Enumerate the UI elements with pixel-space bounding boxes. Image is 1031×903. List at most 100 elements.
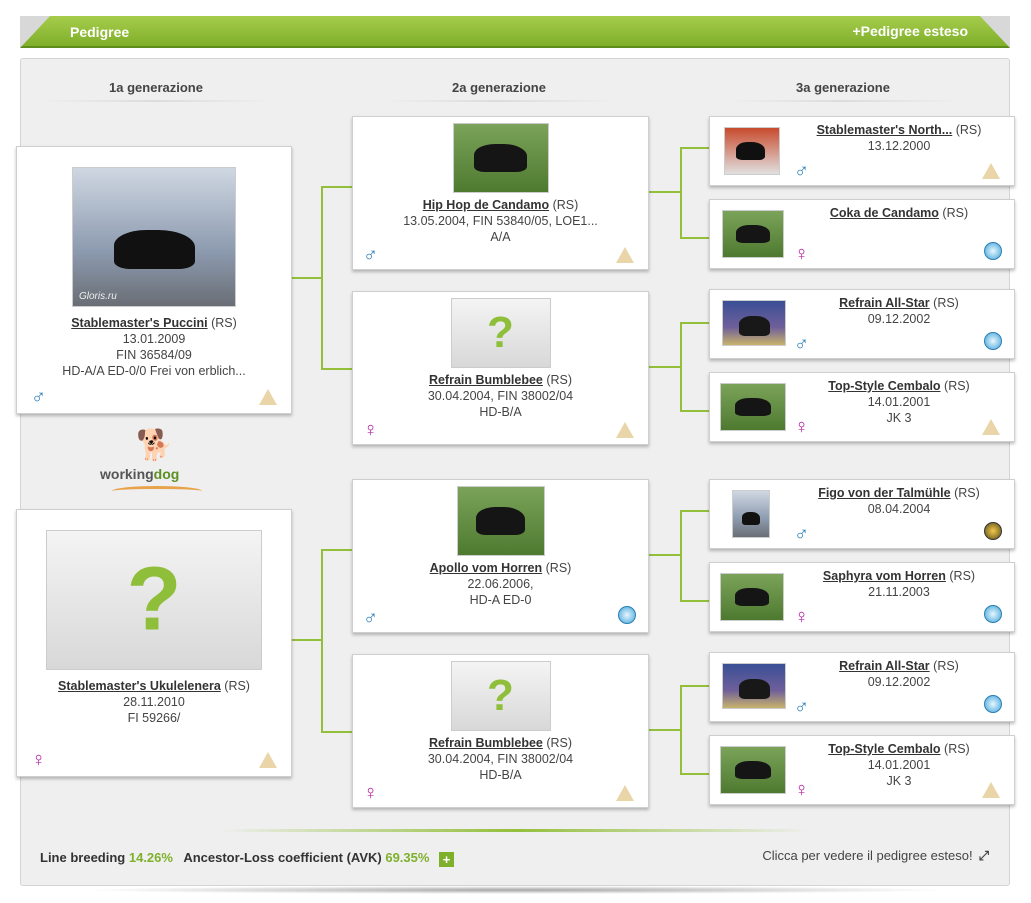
line-breeding-value: 14.26%	[128, 850, 173, 865]
male-icon: ♂	[363, 244, 378, 266]
dog-info-line: 14.01.2001	[867, 758, 931, 772]
dog-card-gen3-2[interactable]: Coka de Candamo (RS) ♀	[709, 199, 1015, 269]
dog-card-gen3-8[interactable]: Top-Style Cembalo (RS) 14.01.2001 JK 3 ♀	[709, 735, 1015, 805]
female-icon: ♀	[794, 416, 809, 438]
dog-name-link[interactable]: Saphyra vom Horren	[822, 569, 946, 583]
generation-3-heading: 3a generazione	[728, 80, 958, 102]
connector	[321, 731, 352, 733]
dog-card-gen2-1[interactable]: Hip Hop de Candamo (RS) 13.05.2004, FIN …	[352, 116, 649, 270]
female-icon: ♀	[31, 749, 46, 771]
question-dog-icon: ?	[487, 308, 514, 357]
dog-info-line: 13.01.2009	[122, 332, 186, 346]
dog-photo[interactable]	[732, 490, 770, 538]
dog-card-gen1-sire[interactable]: Gloris.ru Stablemaster's Puccini (RS) 13…	[16, 146, 292, 414]
dog-card-gen2-2[interactable]: ? Refrain Bumblebee (RS) 30.04.2004, FIN…	[352, 291, 649, 445]
dog-photo[interactable]	[722, 300, 786, 346]
connector	[321, 186, 352, 188]
avk-value: 69.35%	[385, 850, 430, 865]
club-seal-badge-icon	[984, 522, 1002, 540]
dog-card-gen3-4[interactable]: Top-Style Cembalo (RS) 14.01.2001 JK 3 ♀	[709, 372, 1015, 442]
kennel-club-badge-icon	[982, 419, 1000, 435]
dog-photo[interactable]	[720, 383, 786, 431]
dog-info-line: 22.06.2006,	[467, 577, 534, 591]
connector	[680, 147, 709, 149]
dog-name-link[interactable]: Hip Hop de Candamo	[422, 198, 550, 212]
dog-info-line: 13.05.2004, FIN 53840/05, LOE1...	[403, 214, 598, 228]
logo-word-1: working	[100, 466, 154, 482]
generation-2-heading: 2a generazione	[384, 80, 614, 102]
running-dog-icon: 🐕	[136, 429, 174, 462]
dog-card-gen1-dam[interactable]: ? Stablemaster's Ukulelenera (RS) 28.11.…	[16, 509, 292, 777]
dog-card-gen2-4[interactable]: ? Refrain Bumblebee (RS) 30.04.2004, FIN…	[352, 654, 649, 808]
dog-photo[interactable]: Gloris.ru	[72, 167, 236, 307]
connector	[680, 322, 682, 412]
connector	[680, 410, 709, 412]
dog-photo[interactable]	[720, 746, 786, 794]
dog-info-line: 09.12.2002	[867, 312, 931, 326]
dog-card-gen3-5[interactable]: Figo von der Talmühle (RS) 08.04.2004 ♂	[709, 479, 1015, 549]
dog-info-line: JK 3	[886, 411, 912, 425]
connector	[321, 549, 323, 733]
dog-name-link[interactable]: Refrain Bumblebee	[428, 373, 543, 387]
dog-photo[interactable]	[724, 127, 780, 175]
dog-info-line: 13.12.2000	[867, 139, 931, 153]
dog-photo[interactable]	[720, 573, 784, 621]
view-extended-pedigree-link[interactable]: Clicca per vedere il pedigree esteso!⤢	[762, 848, 989, 864]
dog-info-line: 21.11.2003	[868, 585, 930, 599]
dog-name-link[interactable]: Stablemaster's Puccini	[71, 316, 208, 330]
kennel-club-badge-icon	[616, 785, 634, 801]
male-icon: ♂	[31, 386, 46, 408]
dog-info-line: 30.04.2004, FIN 38002/04	[427, 752, 574, 766]
header-fold-left	[20, 16, 50, 48]
dog-info-line: JK 3	[886, 774, 912, 788]
dog-photo[interactable]	[456, 486, 545, 556]
dog-info-line: FIN 36584/09	[116, 348, 192, 362]
dog-photo[interactable]	[722, 663, 786, 709]
connector	[648, 366, 681, 368]
dog-card-gen3-7[interactable]: Refrain All-Star (RS) 09.12.2002 ♂	[709, 652, 1015, 722]
dog-info-line: 30.04.2004, FIN 38002/04	[427, 389, 574, 403]
dog-card-gen2-3[interactable]: Apollo vom Horren (RS) 22.06.2006, HD-A …	[352, 479, 649, 633]
dog-info-line: A/A	[490, 230, 511, 244]
logo-arc	[112, 486, 202, 496]
dog-name-link[interactable]: Coka de Candamo	[829, 206, 939, 220]
dog-card-gen3-3[interactable]: Refrain All-Star (RS) 09.12.2002 ♂	[709, 289, 1015, 359]
connector	[680, 147, 682, 239]
view-extended-label: Clicca per vedere il pedigree esteso!	[762, 848, 973, 863]
kennel-club-badge-icon	[259, 389, 277, 405]
male-icon: ♂	[363, 607, 378, 629]
registry-code: (RS)	[944, 742, 970, 756]
dog-name-link[interactable]: Stablemaster's North...	[816, 123, 953, 137]
connector	[680, 237, 709, 239]
dog-info-line: 28.11.2010	[123, 695, 185, 709]
dog-name-link[interactable]: Top-Style Cembalo	[828, 379, 941, 393]
dog-info-line: HD-B/A	[479, 405, 522, 419]
dog-photo[interactable]	[452, 123, 549, 193]
expand-stats-plus-icon[interactable]: +	[439, 852, 455, 867]
dog-name-link[interactable]: Refrain All-Star	[839, 659, 930, 673]
panel-shadow	[80, 886, 950, 894]
registry-code: (RS)	[211, 316, 237, 330]
dog-photo[interactable]	[722, 210, 784, 258]
dog-info-line: 08.04.2004	[867, 502, 931, 516]
female-icon: ♀	[794, 779, 809, 801]
dog-card-gen3-6[interactable]: Saphyra vom Horren (RS) 21.11.2003 ♀	[709, 562, 1015, 632]
male-icon: ♂	[794, 696, 809, 718]
dog-card-gen3-1[interactable]: Stablemaster's North... (RS) 13.12.2000 …	[709, 116, 1015, 186]
registry-code: (RS)	[949, 569, 976, 583]
dog-name-link[interactable]: Figo von der Talmühle	[818, 486, 951, 500]
connector	[292, 639, 322, 641]
dog-name-link[interactable]: Stablemaster's Ukulelenera	[58, 679, 221, 693]
dog-name-link[interactable]: Refrain All-Star	[839, 296, 930, 310]
connector	[648, 191, 681, 193]
dog-name-link[interactable]: Top-Style Cembalo	[828, 742, 941, 756]
dog-name-link[interactable]: Refrain Bumblebee	[428, 736, 543, 750]
dog-name-link[interactable]: Apollo vom Horren	[429, 561, 543, 575]
unknown-photo-placeholder: ?	[46, 530, 262, 670]
registry-code: (RS)	[546, 373, 573, 387]
fci-badge-icon	[984, 332, 1002, 350]
connector	[680, 773, 709, 775]
footer-divider	[220, 829, 810, 832]
connector	[680, 600, 709, 602]
extended-pedigree-link[interactable]: +Pedigree esteso	[852, 23, 968, 39]
